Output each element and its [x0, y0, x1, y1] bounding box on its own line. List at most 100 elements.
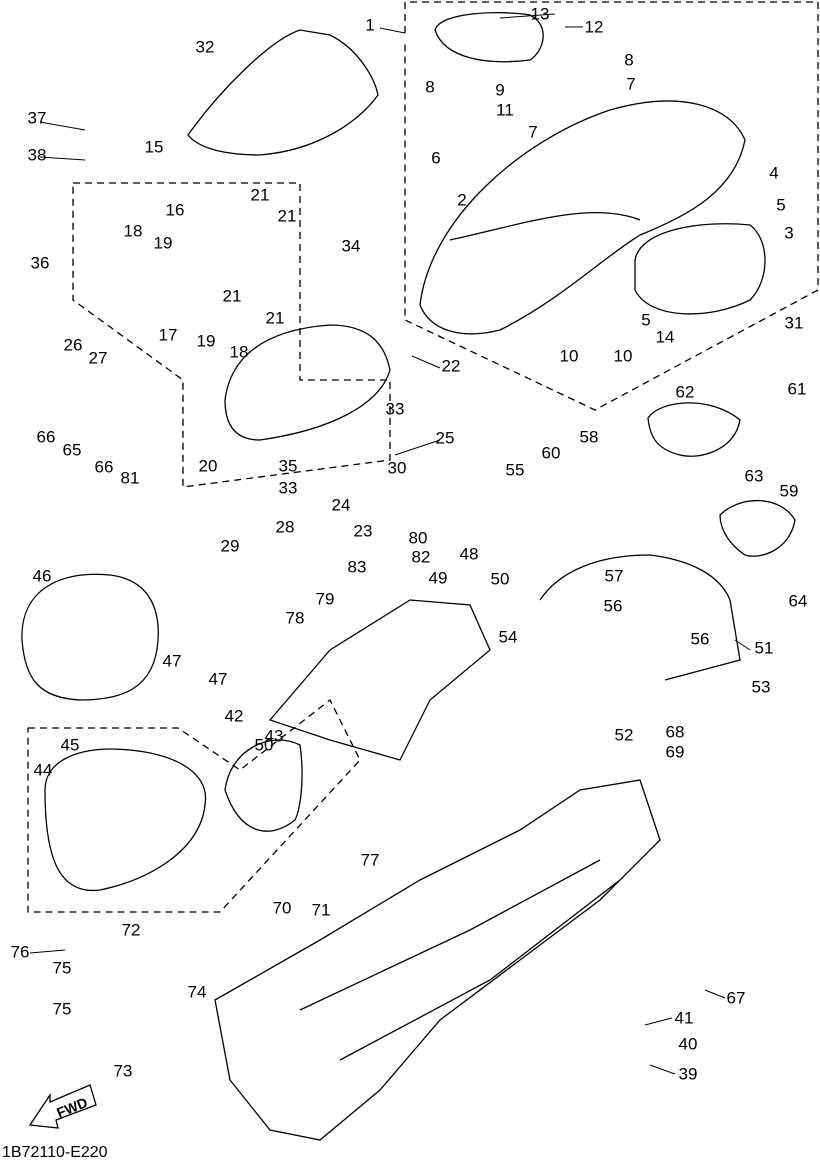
part-callout[interactable]: 47: [208, 669, 228, 689]
part-callout[interactable]: 34: [341, 236, 361, 256]
part-callout[interactable]: 4: [769, 163, 779, 183]
part-callout[interactable]: 9: [495, 80, 505, 100]
part-callout[interactable]: 23: [353, 521, 373, 541]
part-callout[interactable]: 22: [441, 356, 461, 376]
part-callout[interactable]: 5: [776, 195, 786, 215]
part-callout[interactable]: 82: [411, 547, 431, 567]
part-callout[interactable]: 19: [153, 233, 173, 253]
part-callout[interactable]: 77: [360, 850, 380, 870]
part-callout[interactable]: 73: [113, 1061, 133, 1081]
part-callout[interactable]: 66: [94, 457, 114, 477]
part-callout[interactable]: 6: [431, 148, 441, 168]
grab-bar: [539, 554, 741, 681]
part-callout[interactable]: 45: [60, 735, 80, 755]
part-callout[interactable]: 32: [195, 37, 215, 57]
part-callout[interactable]: 2: [457, 190, 467, 210]
part-callout[interactable]: 43: [264, 726, 284, 746]
part-callout[interactable]: 57: [604, 566, 624, 586]
part-callout[interactable]: 16: [165, 200, 185, 220]
part-callout[interactable]: 44: [33, 760, 53, 780]
storage-box: [268, 599, 491, 761]
part-callout[interactable]: 18: [229, 342, 249, 362]
part-callout[interactable]: 63: [744, 466, 764, 486]
part-callout[interactable]: 12: [584, 17, 604, 37]
part-callout[interactable]: 68: [665, 722, 685, 742]
part-callout[interactable]: 54: [498, 627, 518, 647]
part-callout[interactable]: 25: [435, 428, 455, 448]
part-callout[interactable]: 75: [52, 999, 72, 1019]
part-callout[interactable]: 72: [121, 920, 141, 940]
part-callout[interactable]: 28: [275, 517, 295, 537]
part-callout[interactable]: 13: [530, 4, 550, 24]
part-callout[interactable]: 40: [678, 1034, 698, 1054]
part-callout[interactable]: 21: [250, 185, 270, 205]
part-callout[interactable]: 21: [277, 206, 297, 226]
part-callout[interactable]: 10: [559, 346, 579, 366]
part-callout[interactable]: 10: [613, 346, 633, 366]
part-callout[interactable]: 55: [505, 460, 525, 480]
part-callout[interactable]: 31: [784, 313, 804, 333]
part-callout[interactable]: 42: [224, 706, 244, 726]
part-callout[interactable]: 37: [27, 108, 47, 128]
part-callout[interactable]: 24: [331, 495, 351, 515]
part-callout[interactable]: 21: [265, 308, 285, 328]
part-callout[interactable]: 27: [88, 348, 108, 368]
part-callout[interactable]: 71: [311, 900, 331, 920]
part-callout[interactable]: 7: [528, 122, 538, 142]
part-callout[interactable]: 11: [496, 100, 514, 120]
part-callout[interactable]: 18: [123, 221, 143, 241]
part-callout[interactable]: 49: [428, 568, 448, 588]
part-callout[interactable]: 78: [285, 608, 305, 628]
part-callout[interactable]: 29: [220, 536, 240, 556]
part-callout[interactable]: 65: [62, 440, 82, 460]
part-callout[interactable]: 39: [678, 1064, 698, 1084]
part-callout[interactable]: 17: [158, 325, 178, 345]
part-callout[interactable]: 46: [32, 566, 52, 586]
part-callout[interactable]: 35: [278, 456, 298, 476]
part-callout[interactable]: 8: [624, 50, 634, 70]
part-callout[interactable]: 20: [198, 456, 218, 476]
part-callout[interactable]: 64: [788, 591, 808, 611]
part-callout[interactable]: 19: [196, 331, 216, 351]
part-callout[interactable]: 14: [655, 327, 675, 347]
part-callout[interactable]: 50: [254, 735, 274, 755]
part-callout[interactable]: 38: [27, 145, 47, 165]
part-callout[interactable]: 70: [272, 898, 292, 918]
part-callout[interactable]: 56: [690, 629, 710, 649]
part-callout[interactable]: 7: [626, 74, 636, 94]
part-callout[interactable]: 26: [63, 335, 83, 355]
part-callout[interactable]: 62: [675, 382, 695, 402]
part-callout[interactable]: 80: [408, 528, 428, 548]
part-callout[interactable]: 76: [10, 942, 30, 962]
part-callout[interactable]: 56: [603, 596, 623, 616]
part-callout[interactable]: 30: [387, 458, 407, 478]
part-callout[interactable]: 33: [385, 399, 405, 419]
part-callout[interactable]: 1: [365, 15, 375, 35]
part-callout[interactable]: 69: [665, 742, 685, 762]
part-callout[interactable]: 8: [425, 77, 435, 97]
part-callout[interactable]: 33: [278, 478, 298, 498]
part-callout[interactable]: 79: [315, 589, 335, 609]
part-callout[interactable]: 75: [52, 958, 72, 978]
part-callout[interactable]: 47: [162, 651, 182, 671]
part-callout[interactable]: 60: [541, 443, 561, 463]
part-callout[interactable]: 66: [36, 427, 56, 447]
part-callout[interactable]: 53: [751, 677, 771, 697]
part-callout[interactable]: 67: [726, 988, 746, 1008]
part-callout[interactable]: 83: [347, 557, 367, 577]
part-callout[interactable]: 3: [784, 223, 794, 243]
part-callout[interactable]: 5: [641, 310, 651, 330]
part-callout[interactable]: 58: [579, 427, 599, 447]
part-callout[interactable]: 81: [120, 468, 140, 488]
part-callout[interactable]: 48: [459, 544, 479, 564]
part-callout[interactable]: 41: [674, 1008, 694, 1028]
part-callout[interactable]: 59: [779, 481, 799, 501]
part-callout[interactable]: 61: [787, 379, 807, 399]
part-callout[interactable]: 51: [754, 638, 774, 658]
part-callout[interactable]: 36: [30, 253, 50, 273]
part-callout[interactable]: 21: [222, 286, 242, 306]
part-callout[interactable]: 52: [614, 725, 634, 745]
part-callout[interactable]: 74: [187, 982, 207, 1002]
part-callout[interactable]: 15: [144, 137, 164, 157]
part-callout[interactable]: 50: [490, 569, 510, 589]
